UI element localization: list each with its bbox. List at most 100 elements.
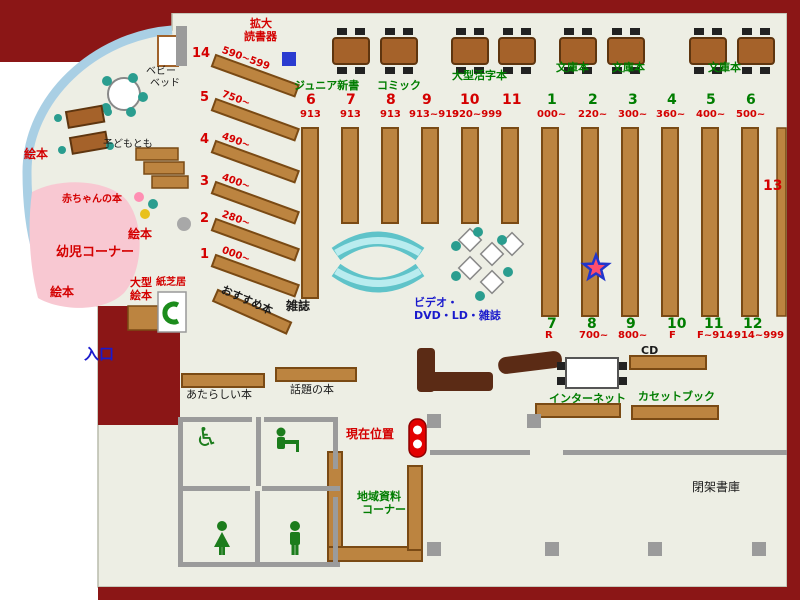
booth-chair <box>475 291 485 301</box>
kamishibai-stand <box>157 291 187 333</box>
baby-books-label: 赤ちゃんの本 <box>62 194 122 205</box>
shelf-number: 1 <box>200 247 210 262</box>
local-materials-label-line2: コーナー <box>362 503 406 516</box>
kamishibai-seat-icon <box>162 301 180 325</box>
current-position-label: 現在位置 <box>346 427 395 441</box>
junior-shinsho-label: ジュニア新書 <box>294 79 360 92</box>
entrance-label: 入口 <box>84 345 115 363</box>
current-location-dot <box>413 439 422 449</box>
booth-chair <box>497 235 507 245</box>
floor-cushion <box>140 209 150 219</box>
current-location-dot <box>413 425 422 435</box>
internet-table <box>565 357 619 389</box>
shelf-range: 700~ <box>579 330 609 341</box>
diagonal-shelf-2 <box>210 217 300 262</box>
column-pillar <box>176 26 187 66</box>
kids-chair <box>104 108 112 116</box>
kamishibai-label: 紙芝居 <box>156 277 186 288</box>
wall-top <box>0 0 800 13</box>
woman-icon <box>214 521 230 555</box>
column-pillar <box>545 542 559 556</box>
shelf-number: 12 <box>743 316 763 332</box>
shelf-range: F~914 <box>697 330 734 341</box>
shelf-number: 5 <box>200 90 210 105</box>
kids-chair <box>106 142 114 150</box>
bunkobon-label: 文庫本 <box>556 61 589 74</box>
large-print-label: 大型活字本 <box>452 69 507 82</box>
shelf-number: 4 <box>667 92 677 108</box>
toilet-wall <box>333 497 338 567</box>
wall-right <box>787 0 800 600</box>
cassette-shelf <box>631 405 719 420</box>
magazine-rack-arc <box>334 267 422 287</box>
bookshelf-b6 <box>741 127 759 317</box>
bookshelf-b4 <box>661 127 679 317</box>
comic-label: コミック <box>377 79 421 92</box>
column-pillar <box>427 414 441 428</box>
magazine-rack-arc <box>334 237 422 257</box>
booth-chair <box>451 271 461 281</box>
shelf-number: 3 <box>628 92 638 108</box>
toilet-wall <box>262 486 340 491</box>
shelf-range: 300~ <box>618 109 648 120</box>
shelf-number: 14 <box>192 46 211 61</box>
diagonal-shelf-1 <box>210 253 300 298</box>
diagonal-shelf-4 <box>210 139 300 184</box>
kids-table <box>64 104 106 129</box>
service-counter <box>417 372 493 391</box>
bookshelf-b5 <box>701 127 719 317</box>
shelf-range: 920~999 <box>452 109 503 120</box>
diagonal-shelf-5 <box>210 97 300 142</box>
bookshelf-a8 <box>381 127 399 224</box>
booth-chair <box>451 241 461 251</box>
column-pillar <box>752 542 766 556</box>
wall-bottom <box>98 587 800 600</box>
bookshelf-b3 <box>621 127 639 317</box>
baby-bed-label-line1: ベビー <box>146 66 176 77</box>
diagonal-shelf-14 <box>210 53 300 98</box>
star-marker-icon <box>580 251 612 282</box>
topic-books-shelf <box>275 367 357 382</box>
bookshelf-a9 <box>421 127 439 224</box>
magazine-label: 雑誌 <box>286 299 311 313</box>
bookshelf-13-wall <box>776 127 787 317</box>
cd-label: CD <box>641 344 659 357</box>
baby-changing-icon <box>276 427 299 452</box>
toilet-wall <box>264 417 338 422</box>
stacks-wall <box>430 450 530 455</box>
chair <box>557 377 565 385</box>
toilet-wall <box>178 562 340 567</box>
shelf-range: F <box>669 330 676 341</box>
video-label-line2: DVD・LD・雑誌 <box>414 309 501 322</box>
column-pillar <box>177 217 191 231</box>
new-books-shelf <box>181 373 265 388</box>
chair <box>557 362 565 370</box>
toilet-wall <box>178 417 252 422</box>
picturebook-label: 絵本 <box>50 285 75 299</box>
kids-chair <box>102 76 112 86</box>
magnifying-reader-icon <box>282 52 296 66</box>
chair <box>619 362 627 370</box>
toddler-corner-area <box>29 182 140 308</box>
wheelchair-icon: ♿ <box>195 423 219 453</box>
shelf-range: 000~ <box>537 109 567 120</box>
kids-chair <box>54 114 62 122</box>
large-picturebook-label-line2: 絵本 <box>130 289 152 302</box>
bookshelf-b2 <box>581 127 599 317</box>
toilet-wall <box>178 417 183 567</box>
shelf-number: 6 <box>306 92 316 108</box>
shelf-range: 913 <box>380 109 401 120</box>
chair <box>619 377 627 385</box>
local-materials-shelf <box>327 546 423 562</box>
topic-books-label: 話題の本 <box>290 383 334 396</box>
shelf-number: 4 <box>200 132 210 147</box>
toilet-wall <box>256 417 261 486</box>
shelf-number: 11 <box>704 316 724 332</box>
column-pillar <box>427 542 441 556</box>
floor-cushion <box>148 199 158 209</box>
shelf-range: R <box>545 330 553 341</box>
local-materials-shelf <box>407 465 423 551</box>
shelf-number: 7 <box>547 316 557 332</box>
shelf-number: 2 <box>200 211 210 226</box>
